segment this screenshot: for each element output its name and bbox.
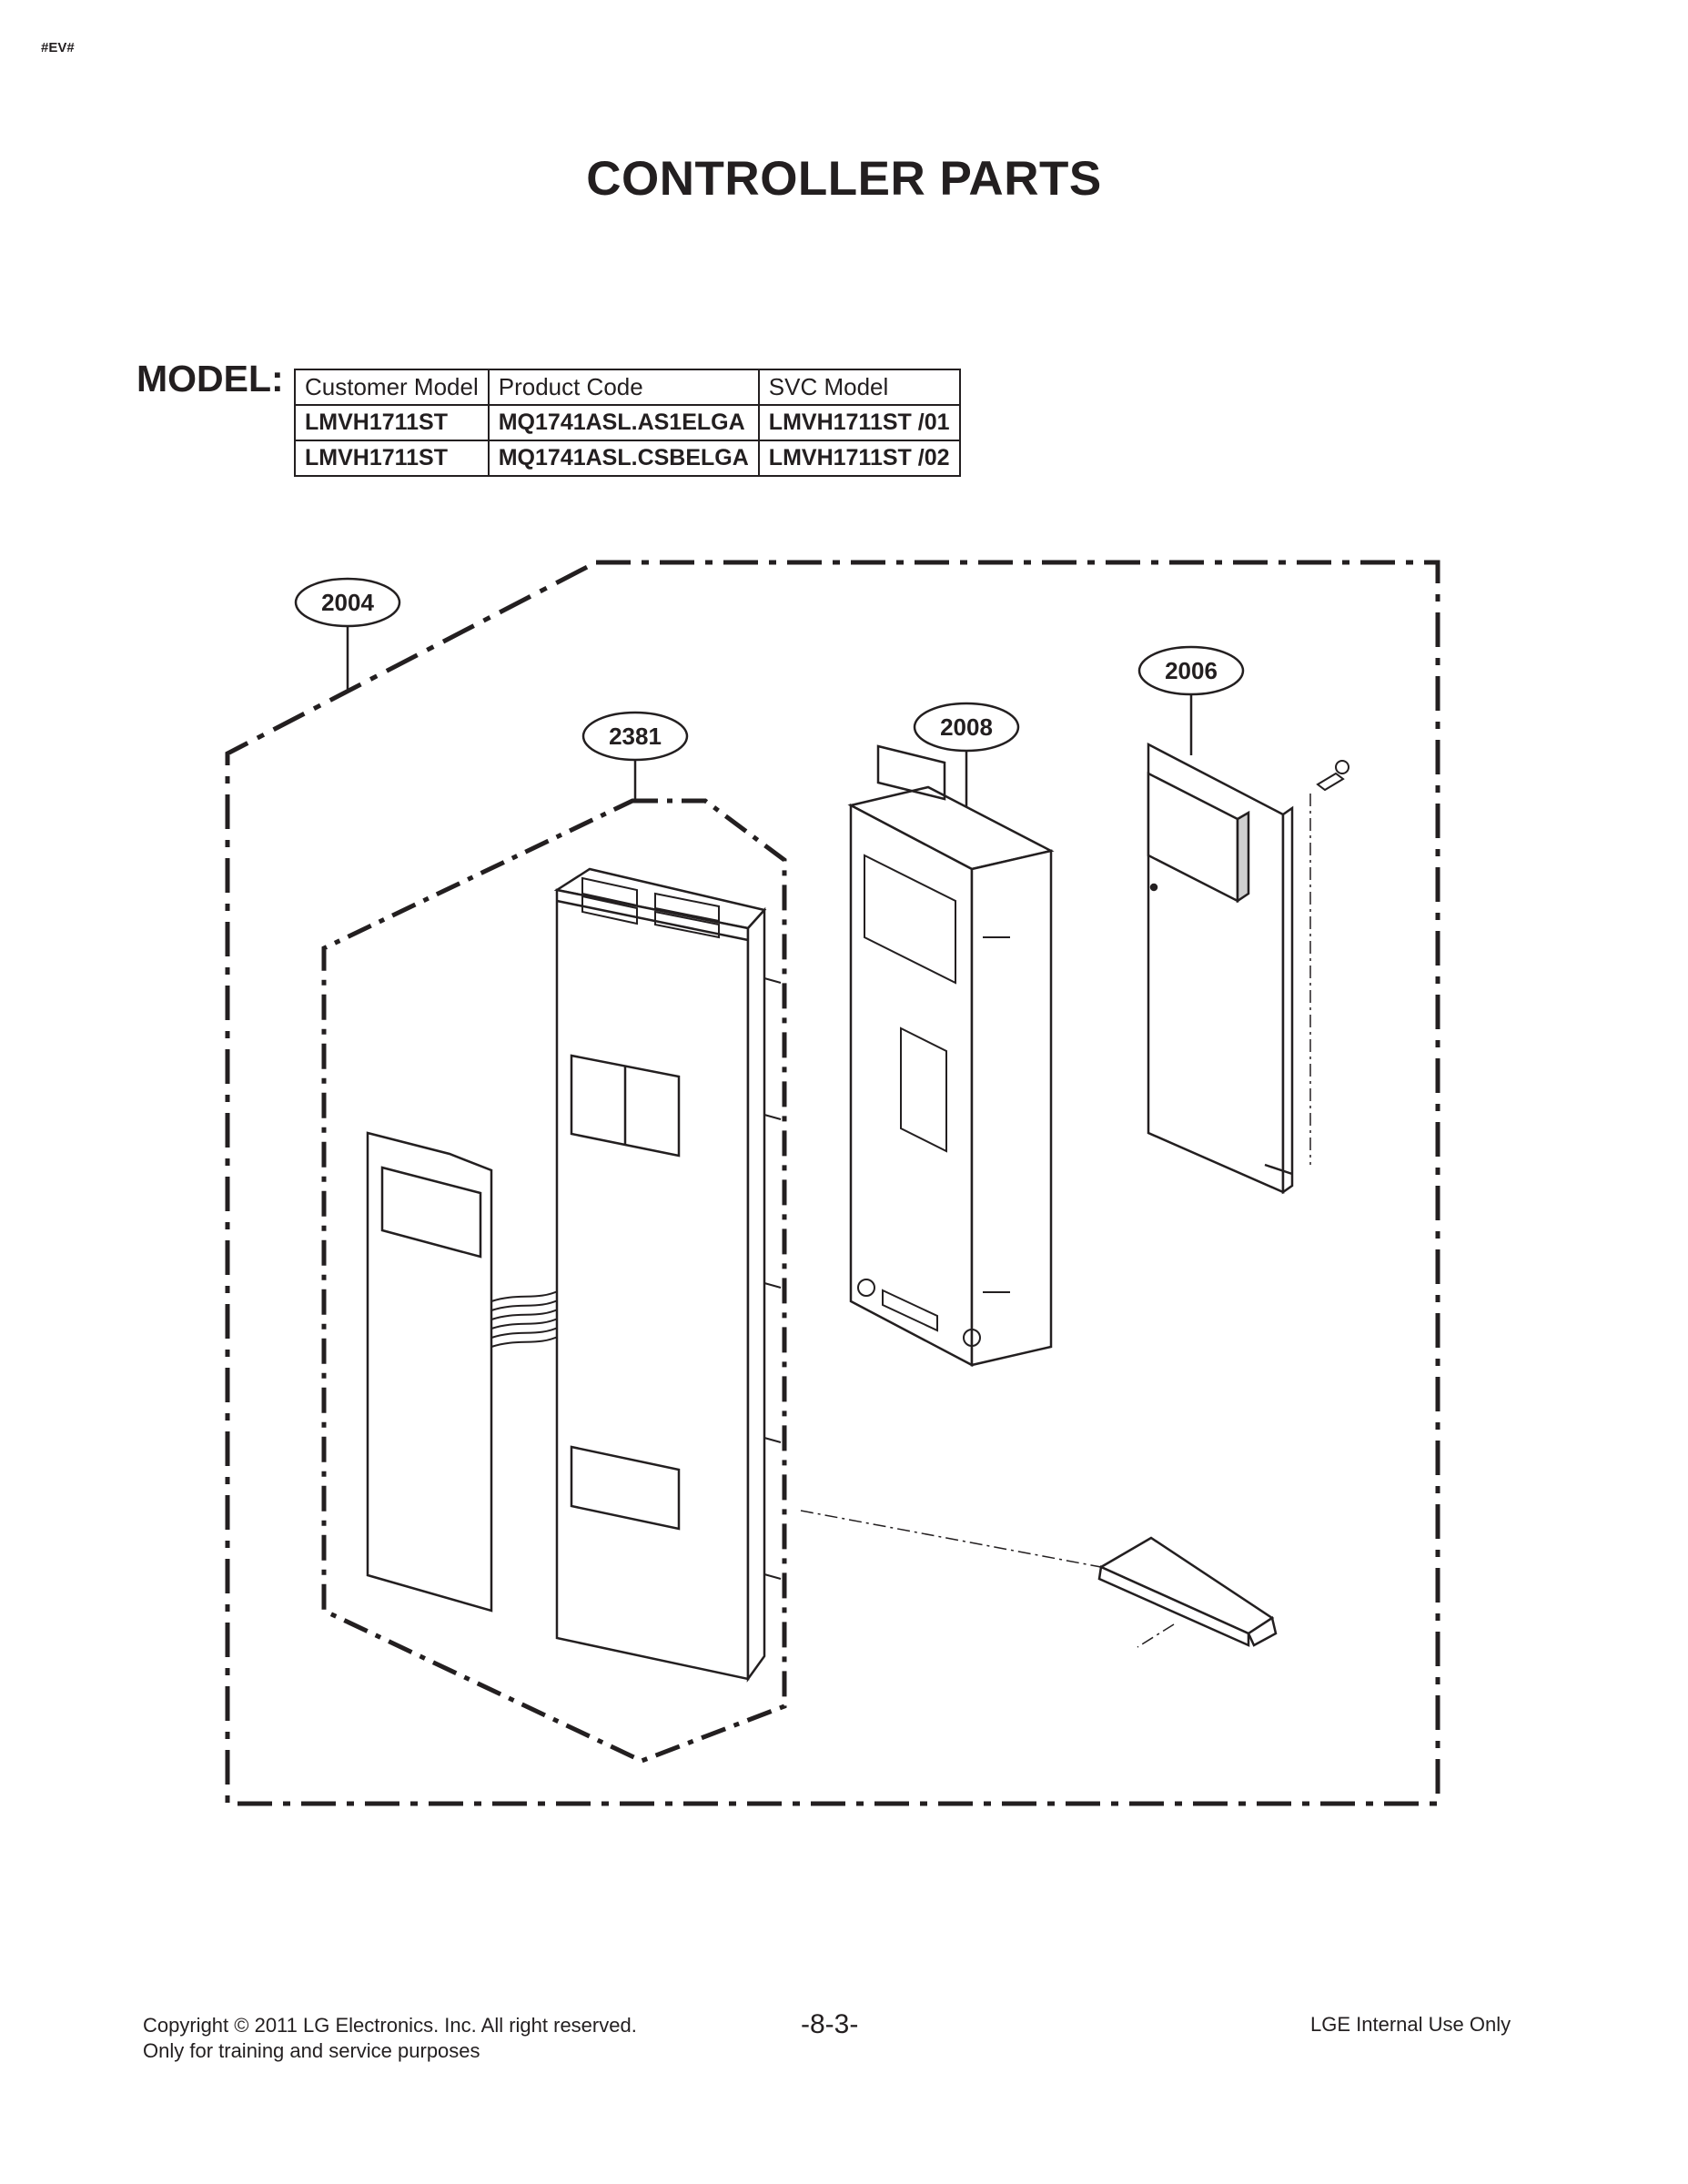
table-header-row: Customer Model Product Code SVC Model xyxy=(294,369,961,406)
callout-label: 2008 xyxy=(940,713,993,741)
table-cell: MQ1741ASL.CSBELGA xyxy=(487,440,760,477)
model-table: Customer Model Product Code SVC Model LM… xyxy=(294,369,961,477)
document-tag: #EV# xyxy=(41,40,75,56)
control-panel-frame-part xyxy=(553,867,782,1683)
column-header: SVC Model xyxy=(757,369,961,406)
callout-label: 2381 xyxy=(609,723,662,750)
membrane-keypad-part xyxy=(366,1131,561,1613)
model-label: MODEL: xyxy=(136,358,284,399)
table-cell: MQ1741ASL.AS1ELGA xyxy=(487,404,760,441)
callout-2004: 2004 xyxy=(294,577,401,628)
callout-label: 2006 xyxy=(1165,657,1218,684)
table-cell: LMVH1711ST xyxy=(294,440,490,477)
pcb-board-part xyxy=(1147,742,1349,1195)
table-cell: LMVH1711ST /02 xyxy=(757,440,961,477)
callout-2381: 2381 xyxy=(581,711,689,762)
callout-label: 2004 xyxy=(321,589,374,616)
column-header: Customer Model xyxy=(294,369,490,406)
page-title: CONTROLLER PARTS xyxy=(586,152,1102,206)
training-note: Only for training and service purposes xyxy=(143,2039,480,2062)
footer-copyright: Copyright © 2011 LG Electronics. Inc. Al… xyxy=(143,2013,637,2064)
column-header: Product Code xyxy=(487,369,760,406)
assembly-boundary-inner xyxy=(321,798,787,1764)
internal-use-label: LGE Internal Use Only xyxy=(1310,2013,1511,2036)
leader-lines xyxy=(346,626,1193,814)
assembly-boundary-outer xyxy=(225,560,1440,1806)
pcb-bracket-part xyxy=(847,744,1055,1368)
callout-2008: 2008 xyxy=(913,702,1020,753)
table-row: LMVH1711ST MQ1741ASL.AS1ELGA LMVH1711ST … xyxy=(294,404,961,441)
table-cell: LMVH1711ST /01 xyxy=(757,404,961,441)
copyright-text: Copyright © 2011 LG Electronics. Inc. Al… xyxy=(143,2014,637,2037)
callout-2006: 2006 xyxy=(1137,645,1245,696)
page-number: -8-3- xyxy=(801,2009,859,2039)
table-cell: LMVH1711ST xyxy=(294,404,490,441)
bracket-clip-part xyxy=(800,1510,1278,1648)
table-row: LMVH1711ST MQ1741ASL.CSBELGA LMVH1711ST … xyxy=(294,440,961,477)
